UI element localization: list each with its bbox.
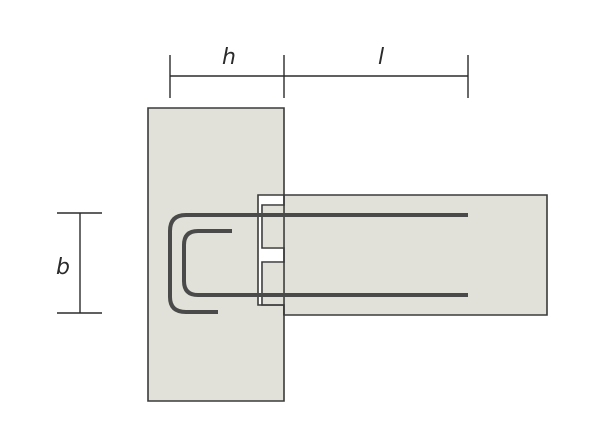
- shear-key-joint: [261, 195, 285, 315]
- dimension-l: [284, 55, 469, 98]
- wall-section: [147, 107, 285, 402]
- outer-rebar: [168, 213, 468, 314]
- dimension-b: [57, 212, 102, 314]
- joint-fill: [263, 206, 283, 247]
- dimension-l-label: l: [378, 45, 384, 70]
- slab-section: [283, 194, 548, 316]
- dimension-h-label: h: [222, 45, 236, 70]
- dimension-b-label: b: [56, 255, 70, 280]
- inner-rebar: [182, 229, 468, 297]
- joint-fill-lower: [263, 263, 283, 304]
